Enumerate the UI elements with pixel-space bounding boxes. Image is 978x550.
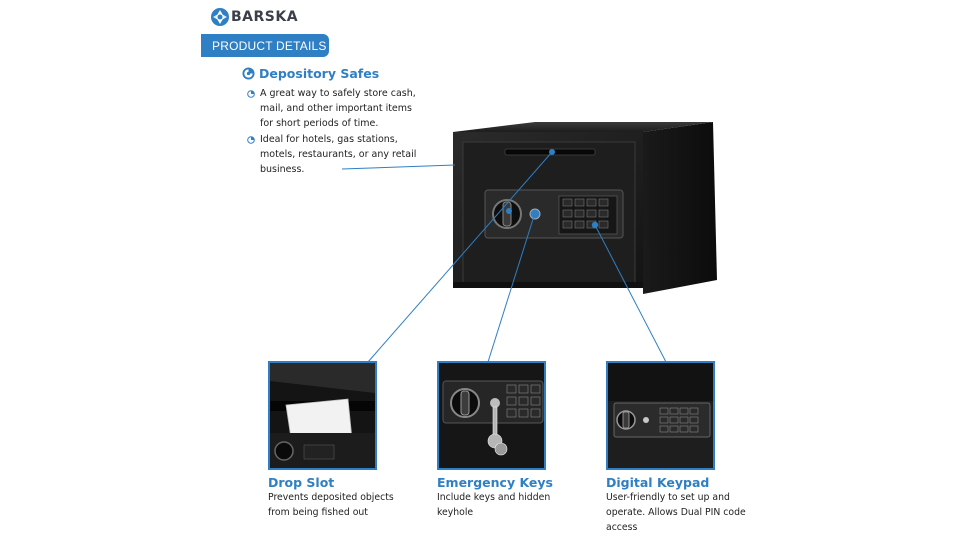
badge-label: PRODUCT DETAILS [212,38,327,53]
digital-keypad-image [606,361,715,470]
digital-keypad-illustration [608,363,713,468]
blue-dot-icon [247,136,255,144]
brand-name: BARSKA [231,9,299,25]
product-details-badge: PRODUCT DETAILS [201,34,329,57]
drop-slot-image [268,361,377,470]
emergency-keys-image [437,361,546,470]
emergency-keys-title: Emergency Keys [437,475,553,490]
list-item: A great way to safely store cash, mail, … [247,86,417,131]
safe-image [453,122,717,294]
blue-swirl-icon [242,67,255,80]
drop-slot-title: Drop Slot [268,475,335,490]
emergency-keys-illustration [439,363,544,468]
heading-text: Depository Safes [259,66,380,81]
list-item: Ideal for hotels, gas stations, motels, … [247,132,417,177]
drop-slot-description: Prevents deposited objects from being fi… [268,492,394,518]
barska-logo: BARSKA [210,6,310,28]
emergency-keys-description: Include keys and hidden keyhole [437,492,551,518]
intro-bullet-list: A great way to safely store cash, mail, … [247,86,417,178]
digital-keypad-description: User-friendly to set up and operate. All… [606,492,746,533]
drop-slot-illustration [270,363,375,468]
barska-logo-icon [211,8,229,26]
blue-dot-icon [247,90,255,98]
digital-keypad-title: Digital Keypad [606,475,710,490]
bullet-text: A great way to safely store cash, mail, … [260,88,416,129]
bullet-text: Ideal for hotels, gas stations, motels, … [260,134,417,175]
section-heading: Depository Safes [242,66,379,81]
